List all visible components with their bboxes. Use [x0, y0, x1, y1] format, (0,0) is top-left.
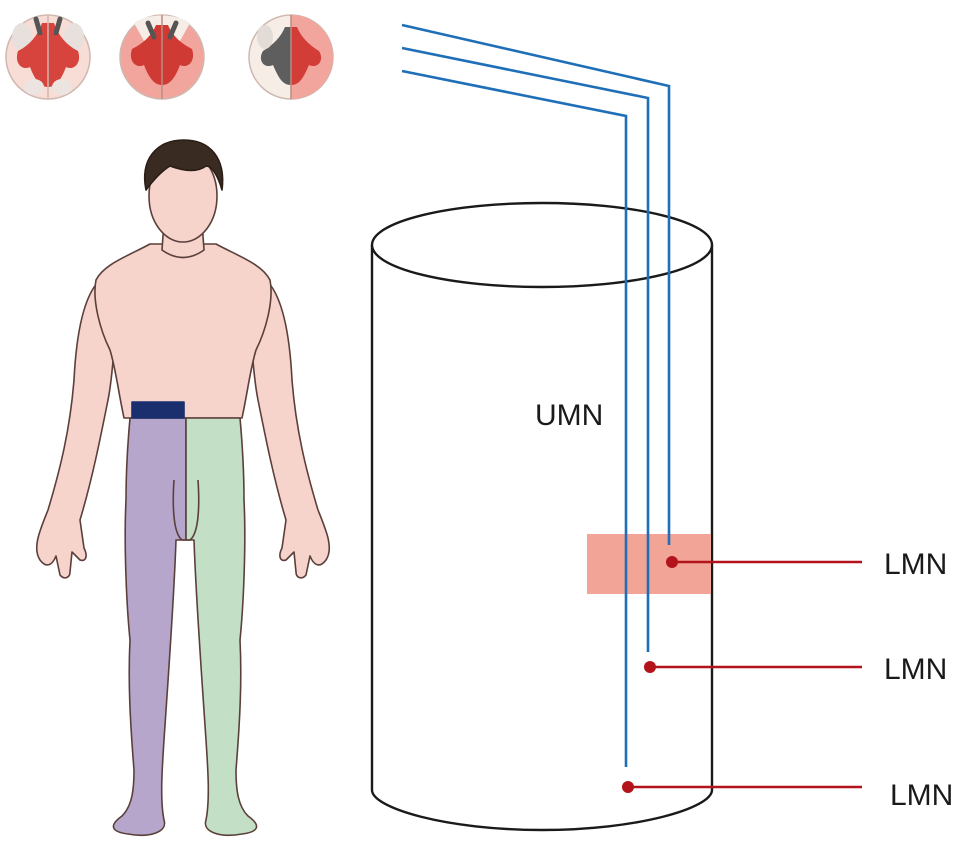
cylinder-top — [372, 203, 712, 287]
torso — [95, 244, 271, 418]
lmn-label-2: LMN — [884, 653, 947, 686]
lmn-label-1: LMN — [884, 548, 947, 581]
right-leg-unaffected — [186, 418, 257, 835]
lmn-dot-2 — [644, 661, 656, 673]
lmn-dot-1 — [666, 556, 678, 568]
left-leg-affected — [113, 418, 186, 835]
cord-section-anterior-icon — [120, 15, 204, 99]
cord-section-bilateral-icon — [6, 15, 90, 99]
umn-label: UMN — [535, 399, 603, 432]
human-figure — [37, 140, 330, 835]
cord-section-hemisection-icon — [249, 15, 333, 99]
umn-tracts — [402, 25, 669, 767]
sensory-level-band — [132, 402, 184, 418]
spinal-cord-cylinder — [372, 203, 712, 830]
lmn-dot-3 — [622, 781, 634, 793]
lmn-label-3: LMN — [890, 779, 953, 812]
